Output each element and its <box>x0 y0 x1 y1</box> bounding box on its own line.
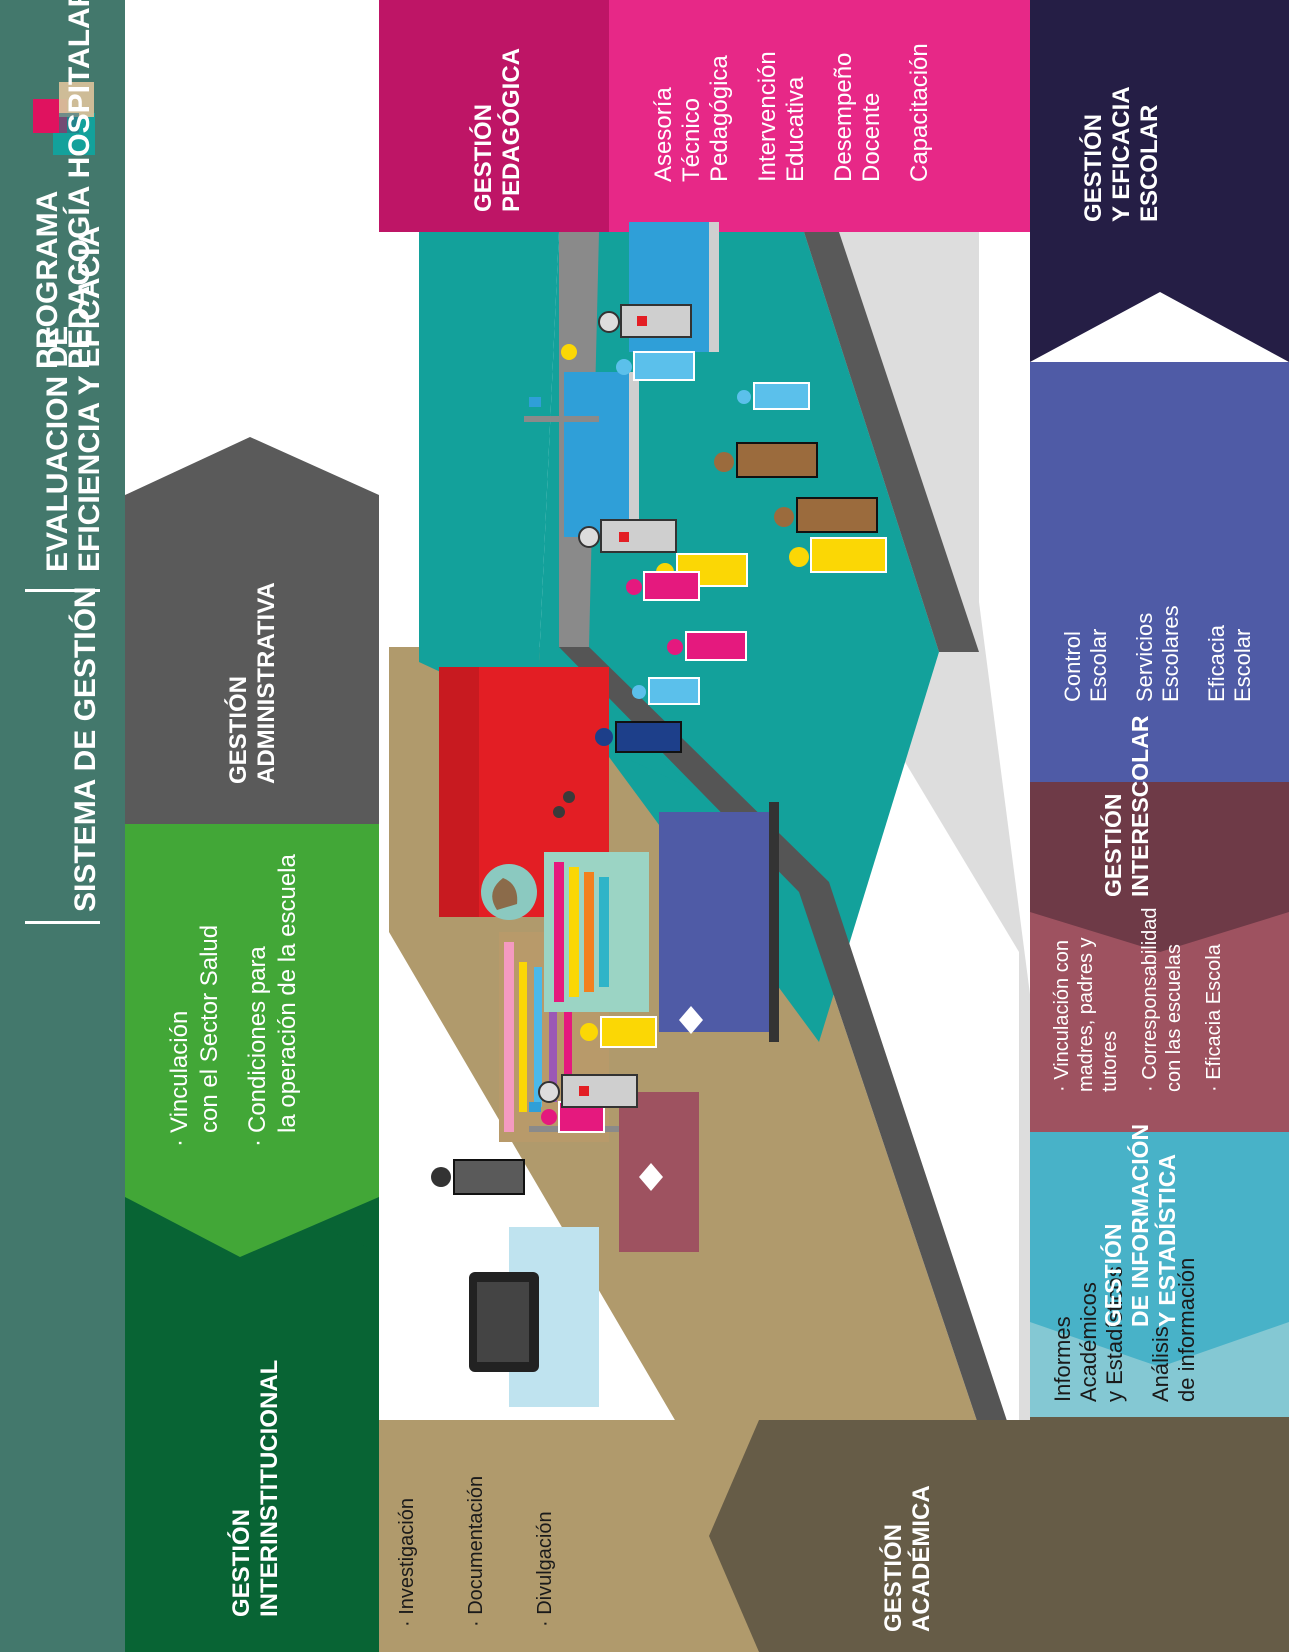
person-icon <box>714 442 818 478</box>
list-item: ·Recursos Materiales <box>240 172 265 387</box>
iv-stand-icon <box>524 397 599 422</box>
desk-icon <box>619 1092 699 1252</box>
person-icon <box>774 497 878 533</box>
gestion-pedagogica-heading: GESTIÓN PEDAGÓGICA <box>470 12 526 212</box>
person-icon <box>431 1159 525 1195</box>
evaluation-title: EVALUACION DE EFICIENCIA Y EFICACIA <box>41 52 106 572</box>
person-icon <box>667 631 747 661</box>
bullet-icon: · <box>244 1139 271 1147</box>
bullet-icon: · <box>166 1139 193 1147</box>
heading-line3: Y ESTADÍSTICA <box>1154 1154 1180 1327</box>
heading-line1: GESTIÓN <box>470 103 497 212</box>
list-item: · Corresponsabilidad con las escuelas <box>1139 907 1185 1092</box>
doctor-icon <box>598 304 692 338</box>
list-item: Control Escolar <box>1060 628 1111 702</box>
heading-line2: ADMINISTRATIVA <box>253 582 280 784</box>
heading-line3: ESCOLAR <box>1136 104 1163 222</box>
evaluation-title-line1: EVALUACION DE <box>41 325 74 572</box>
top-band-shapes <box>125 437 379 1652</box>
administrativa-list: ·Recursos Humanos Servicios al personal … <box>155 7 321 387</box>
heading-line1: GESTIÓN <box>1100 1223 1126 1327</box>
list-item: ·Recursos Financieros <box>294 160 319 387</box>
heading-line2: INTERINSTITUCIONAL <box>256 1359 283 1617</box>
list-item: · Vinculación con madres, padres y tutor… <box>1051 937 1121 1092</box>
list-item: ·Vinculación con el Sector Salud <box>166 924 223 1147</box>
list-item: Intervención Educativa <box>754 51 809 182</box>
person-icon <box>626 571 700 601</box>
heading-line1: GESTIÓN <box>880 1523 907 1632</box>
title-separator <box>25 589 100 592</box>
desk-icon <box>659 802 779 1042</box>
heading-line2: Y EFICACIA <box>1108 86 1135 222</box>
escolar-list: Control Escolar Servicios Escolares Efic… <box>1060 382 1256 702</box>
interescolar-list: · Vinculación con madres, padres y tutor… <box>1050 902 1226 1092</box>
list-item: Capacitación <box>906 43 933 182</box>
person-icon <box>632 677 700 705</box>
title-separator <box>25 921 100 924</box>
interinstitucional-list: ·Vinculación con el Sector Salud ·Condic… <box>165 817 303 1147</box>
globe-icon <box>481 864 537 920</box>
program-logo <box>33 82 95 155</box>
bottom-band-shapes <box>1030 0 1289 1652</box>
list-item: Eficacia Escolar <box>1204 624 1255 702</box>
heading-line2: PEDAGÓGICA <box>498 47 525 212</box>
gestion-informacion-heading: GESTIÓN DE INFORMACIÓN Y ESTADÍSTICA <box>1100 1107 1181 1327</box>
bookshelf-icon <box>544 852 649 1012</box>
list-item: Servicios Escolares <box>1132 605 1183 702</box>
gestion-academica-heading: GESTIÓN ACADÉMICA <box>880 1412 936 1632</box>
list-item: ·Recursos Humanos Servicios al personal <box>157 170 211 387</box>
hospital-bed-icon <box>561 344 639 537</box>
computer-icon <box>469 1227 599 1407</box>
gestion-interescolar-heading: GESTIÓN INTERESCOLAR <box>1100 697 1154 897</box>
pedagogica-list: Asesoría Técnico Pedagógica Intervención… <box>650 2 934 182</box>
academica-band <box>379 1420 1031 1652</box>
heading-line2: ACADÉMICA <box>908 1485 935 1632</box>
doctor-icon <box>578 519 677 553</box>
list-item: Desempeño Docente <box>830 52 885 182</box>
gestion-interinstitucional-heading: GESTIÓN INTERINSTITUCIONAL <box>228 1297 284 1617</box>
heading-line1: GESTIÓN <box>1100 793 1126 897</box>
gestion-administrativa-heading: GESTIÓN ADMINISTRATIVA <box>225 524 281 784</box>
list-item: · Divulgación <box>534 1511 556 1627</box>
people-figures <box>431 304 887 1195</box>
evaluation-title-line2: EFICIENCIA Y EFICACIA <box>73 225 106 572</box>
list-item: · Documentación <box>465 1475 487 1627</box>
academica-list: · Investigación · Documentación · Divulg… <box>395 1427 557 1627</box>
heading-line1: GESTIÓN <box>225 675 252 784</box>
bullet-icon: · <box>240 379 265 387</box>
person-icon <box>616 351 695 381</box>
person-icon <box>595 721 682 753</box>
heading-line2: DE INFORMACIÓN <box>1127 1123 1153 1327</box>
list-item: · Eficacia Escola <box>1203 944 1225 1092</box>
person-icon <box>737 382 810 410</box>
person-icon <box>580 1016 657 1048</box>
heading-line2: INTERESCOLAR <box>1127 715 1153 897</box>
list-item: · Investigación <box>396 1498 418 1627</box>
gestion-escolar-heading: GESTIÓN Y EFICACIA ESCOLAR <box>1080 22 1164 222</box>
list-item: Asesoría Técnico Pedagógica <box>650 55 733 182</box>
bullet-icon: · <box>157 379 182 387</box>
hospital-classroom-scene <box>379 0 1031 1652</box>
system-title: SISTEMA DE GESTIÓN <box>69 586 102 912</box>
person-icon <box>789 537 887 573</box>
heading-line1: GESTIÓN <box>228 1508 255 1617</box>
bullet-icon: · <box>294 379 319 387</box>
doctor-icon <box>538 1074 638 1108</box>
list-item: ·Condiciones para la operación de la esc… <box>244 854 301 1147</box>
heading-line1: GESTIÓN <box>1080 113 1107 222</box>
